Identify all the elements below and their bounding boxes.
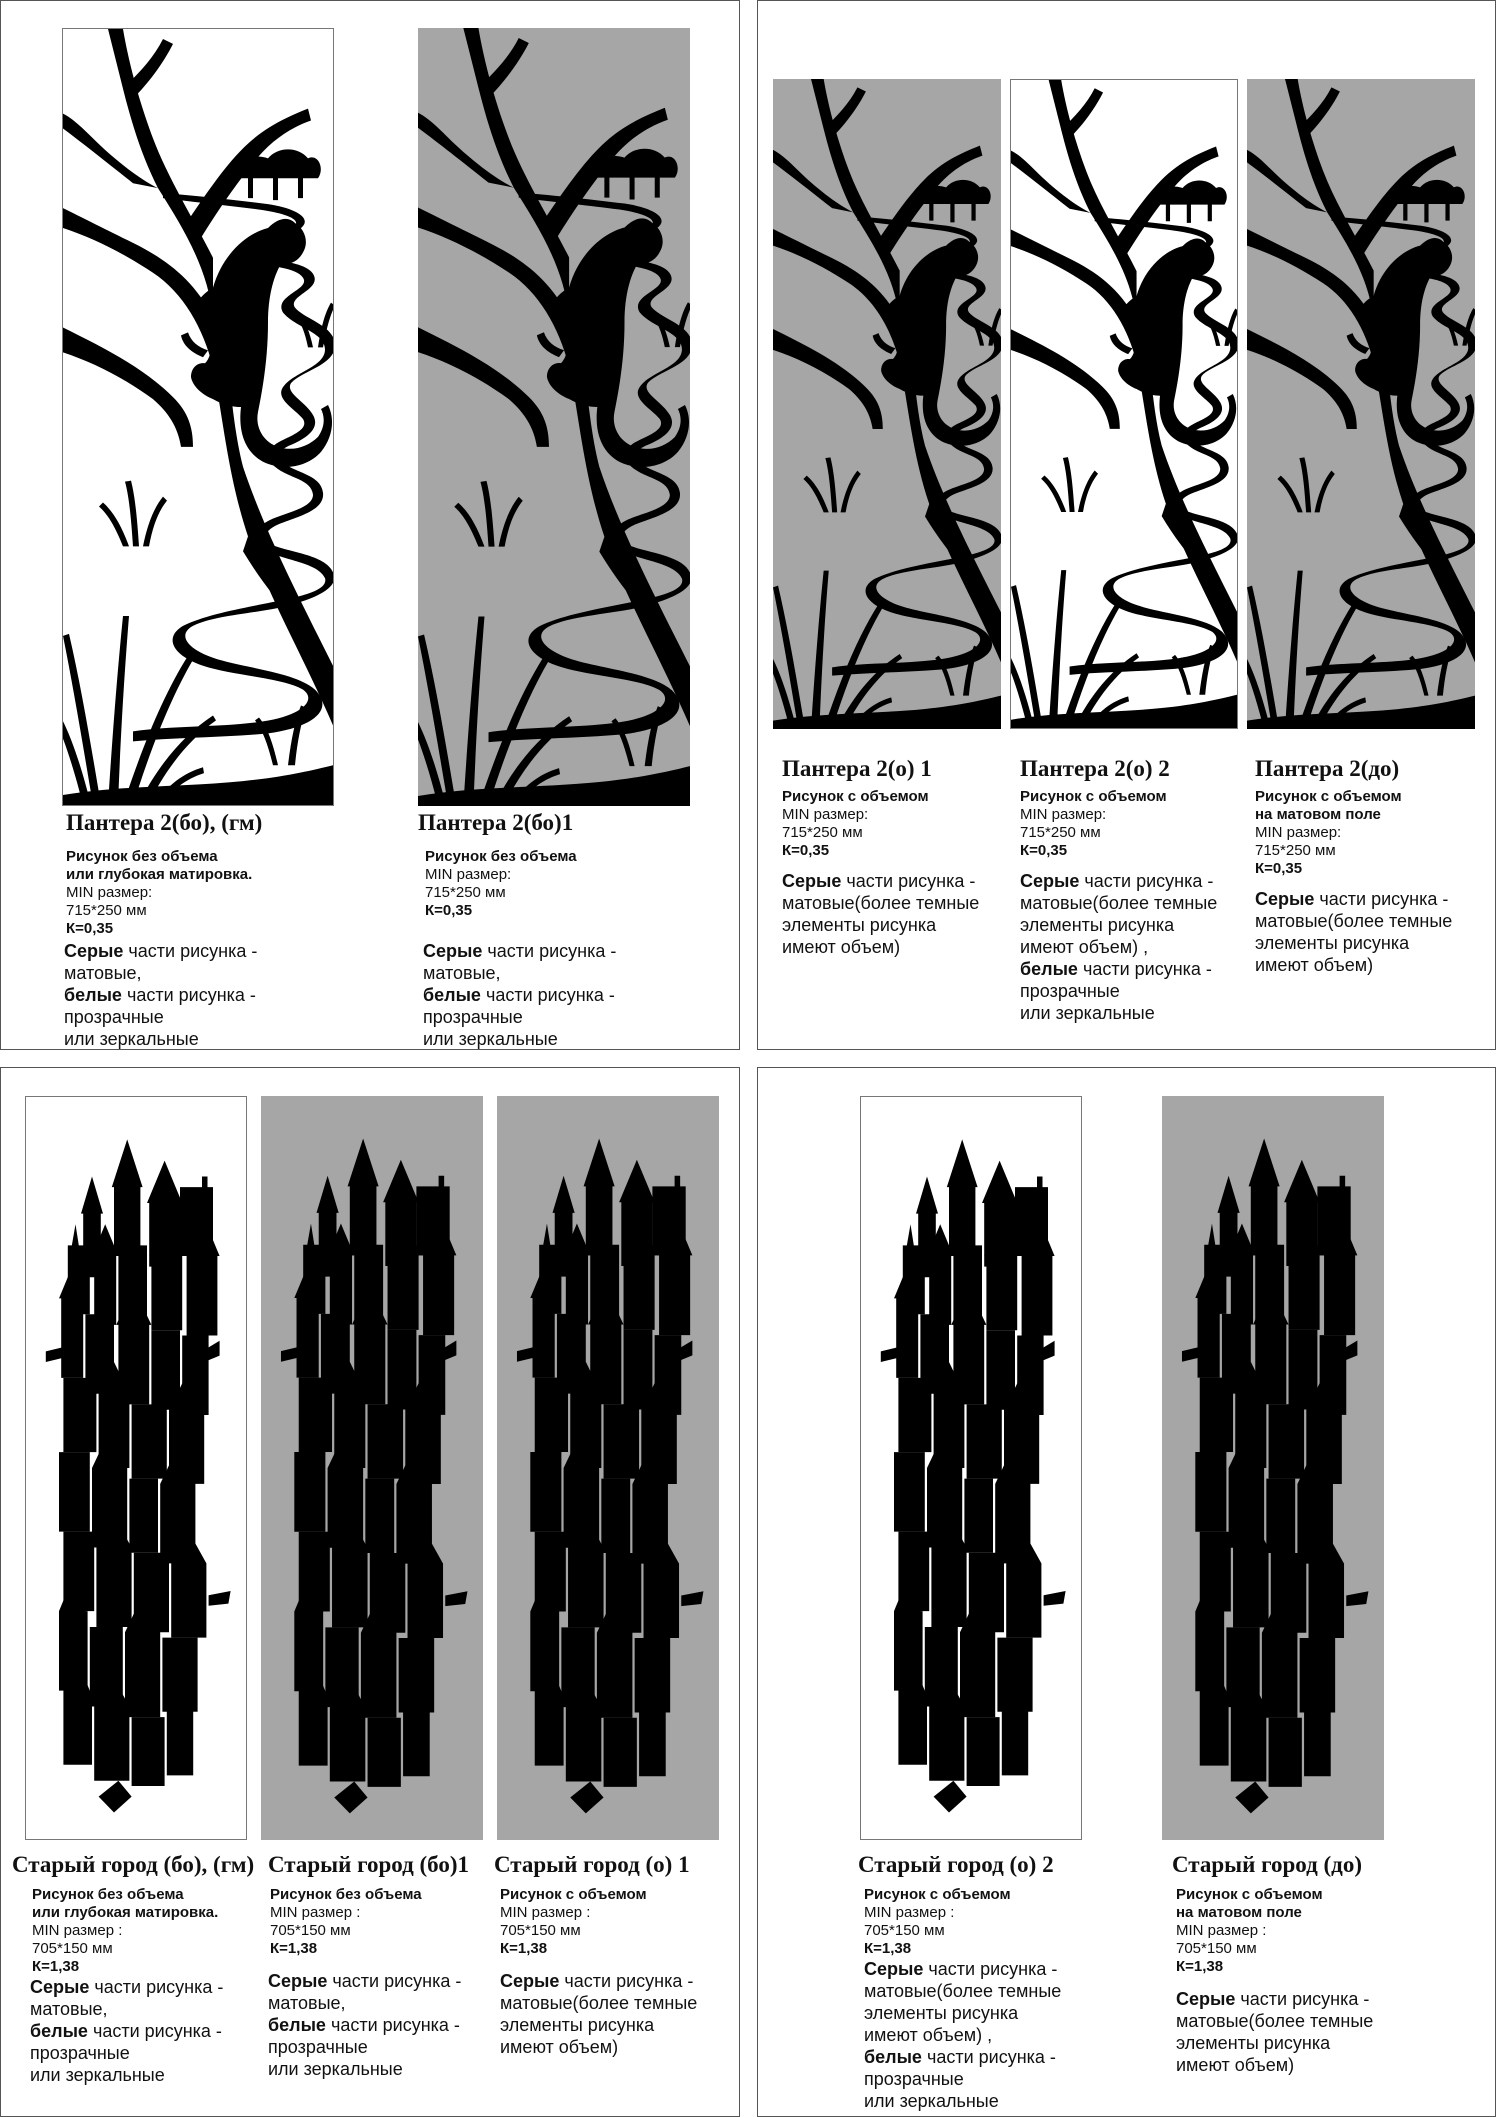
panther-o2-caption: Пантера 2(о) 2 Рисунок с объемом MIN раз… (1020, 756, 1250, 1024)
city-bo-gm-image: .c1 .cst{fill:#ffffff;stroke:#a6a6a6;str… (25, 1096, 247, 1840)
caption-description: Серые части рисунка - матовые(более темн… (1176, 1989, 1374, 2075)
caption-subtitle: Рисунок с объемом (1255, 788, 1402, 805)
coefficient-value: К=1,38 (864, 1940, 912, 1957)
size-value: 705*150 мм (500, 1922, 581, 1939)
panther-bo1-image: .p2 .trunk,.p2 .cat,.p2 .grass,.p2 .rive… (418, 28, 690, 806)
caption-description: Серые части рисунка - матовые, белые час… (268, 1971, 462, 2079)
caption-subtitle: Рисунок с объемом (500, 1886, 647, 1903)
coefficient-value: К=1,38 (1176, 1958, 1224, 1975)
size-value: 705*150 мм (32, 1940, 113, 1957)
coefficient-value: К=0,35 (425, 902, 473, 919)
min-size-label: MIN размер: (1255, 824, 1342, 841)
panther-do-image: .p5 .trunk,.p5 .cat{fill:#5a5a5a}.p5 .gr… (1247, 79, 1475, 729)
caption-title: Пантера 2(бо), (гм) (66, 810, 263, 835)
city-o2-image: .c4 .cst{fill:#7a7a7a;stroke:#a6a6a6;str… (860, 1096, 1082, 1840)
caption-title: Пантера 2(бо)1 (418, 810, 574, 835)
caption-subtitle-2: на матовом поле (1255, 806, 1381, 823)
city-bo1-image: .c2 .cst{fill:#a6a6a6;stroke:#ffffff;str… (261, 1096, 483, 1840)
panther-bo-gm-caption: Пантера 2(бо), (гм) Рисунок без объема и… (64, 810, 396, 1050)
caption-title: Пантера 2(о) 2 (1020, 756, 1170, 781)
coefficient-value: К=0,35 (782, 842, 830, 859)
coefficient-value: К=1,38 (32, 1958, 80, 1975)
size-value: 715*250 мм (1020, 824, 1101, 841)
city-bo1-caption: Старый город (бо)1 Рисунок без объема MI… (268, 1852, 493, 2080)
caption-subtitle: Рисунок с объемом (864, 1886, 1011, 1903)
city-o1-caption: Старый город (о) 1 Рисунок с объемом MIN… (494, 1852, 734, 2058)
panther-do-caption: Пантера 2(до) Рисунок с объемом на матов… (1255, 756, 1490, 976)
caption-description: Серые части рисунка - матовые, белые час… (64, 941, 258, 1049)
min-size-label: MIN размер : (500, 1904, 591, 1921)
caption-subtitle: Рисунок с объемом (1020, 788, 1167, 805)
city-o2-caption: Старый город (о) 2 Рисунок с объемом MIN… (858, 1852, 1118, 2112)
caption-title: Пантера 2(до) (1255, 756, 1400, 781)
caption-description: Серые части рисунка - матовые(более темн… (864, 1959, 1062, 2111)
caption-description: Серые части рисунка - матовые(более темн… (1020, 871, 1218, 1023)
caption-subtitle: Рисунок без объема (270, 1886, 422, 1903)
caption-subtitle: Рисунок без объема (425, 848, 577, 865)
caption-subtitle-2: или глубокая матировка. (66, 866, 253, 883)
caption-description: Серые части рисунка - матовые, белые час… (30, 1977, 224, 2085)
min-size-label: MIN размер : (1176, 1922, 1267, 1939)
size-value: 705*150 мм (864, 1922, 945, 1939)
panther-o1-caption: Пантера 2(о) 1 Рисунок с объемом MIN раз… (782, 756, 1012, 958)
caption-title: Пантера 2(о) 1 (782, 756, 932, 781)
min-size-label: MIN размер : (270, 1904, 361, 1921)
caption-subtitle: Рисунок с объемом (782, 788, 929, 805)
size-value: 705*150 мм (270, 1922, 351, 1939)
size-value: 705*150 мм (1176, 1940, 1257, 1957)
size-value: 715*250 мм (425, 884, 506, 901)
size-value: 715*250 мм (66, 902, 147, 919)
caption-description: Серые части рисунка - матовые, белые час… (423, 941, 617, 1049)
coefficient-value: К=1,38 (500, 1940, 548, 1957)
panther-o1-image: .p3 .trunk,.p3 .grass,.p3 .river{fill:#8… (773, 79, 1001, 729)
caption-subtitle-2: или глубокая матировка. (32, 1904, 219, 1921)
coefficient-value: К=0,35 (1255, 860, 1303, 877)
min-size-label: MIN размер: (1020, 806, 1107, 823)
panther-o2-image: .p4 .trunk,.p4 .grass,.p4 .river{fill:#a… (1010, 79, 1238, 729)
caption-title: Старый город (о) 2 (858, 1852, 1054, 1877)
coefficient-value: К=1,38 (270, 1940, 318, 1957)
caption-description: Серые части рисунка - матовые(более темн… (1255, 889, 1453, 975)
caption-subtitle: Рисунок без объема (66, 848, 218, 865)
caption-subtitle: Рисунок без объема (32, 1886, 184, 1903)
caption-title: Старый город (о) 1 (494, 1852, 690, 1877)
caption-title: Старый город (до) (1172, 1852, 1362, 1877)
min-size-label: MIN размер: (425, 866, 512, 883)
caption-description: Серые части рисунка - матовые(более темн… (782, 871, 980, 957)
min-size-label: MIN размер: (66, 884, 153, 901)
city-do-image: .c5 .cst{fill:#545454;stroke:#a6a6a6;str… (1162, 1096, 1384, 1840)
caption-title: Старый город (бо), (гм) (12, 1852, 255, 1877)
city-bo-gm-caption: Старый город (бо), (гм) Рисунок без объе… (12, 1852, 272, 2086)
caption-title: Старый город (бо)1 (268, 1852, 470, 1877)
panther-bo-gm-image: .p1 .trunk,.p1 .cat,.p1 .grass{fill:#a6a… (62, 28, 334, 806)
min-size-label: MIN размер : (864, 1904, 955, 1921)
panther-bo1-caption: Пантера 2(бо)1 Рисунок без объема MIN ра… (418, 810, 738, 1050)
caption-subtitle: Рисунок с объемом (1176, 1886, 1323, 1903)
min-size-label: MIN размер : (32, 1922, 123, 1939)
caption-subtitle-2: на матовом поле (1176, 1904, 1302, 1921)
city-do-caption: Старый город (до) Рисунок с объемом на м… (1172, 1852, 1432, 2076)
coefficient-value: К=0,35 (1020, 842, 1068, 859)
size-value: 715*250 мм (1255, 842, 1336, 859)
size-value: 715*250 мм (782, 824, 863, 841)
city-o1-image: .c3 .cst{fill:#a6a6a6;stroke:#7a7a7a;str… (497, 1096, 719, 1840)
coefficient-value: К=0,35 (66, 920, 114, 937)
caption-description: Серые части рисунка - матовые(более темн… (500, 1971, 698, 2057)
min-size-label: MIN размер: (782, 806, 869, 823)
